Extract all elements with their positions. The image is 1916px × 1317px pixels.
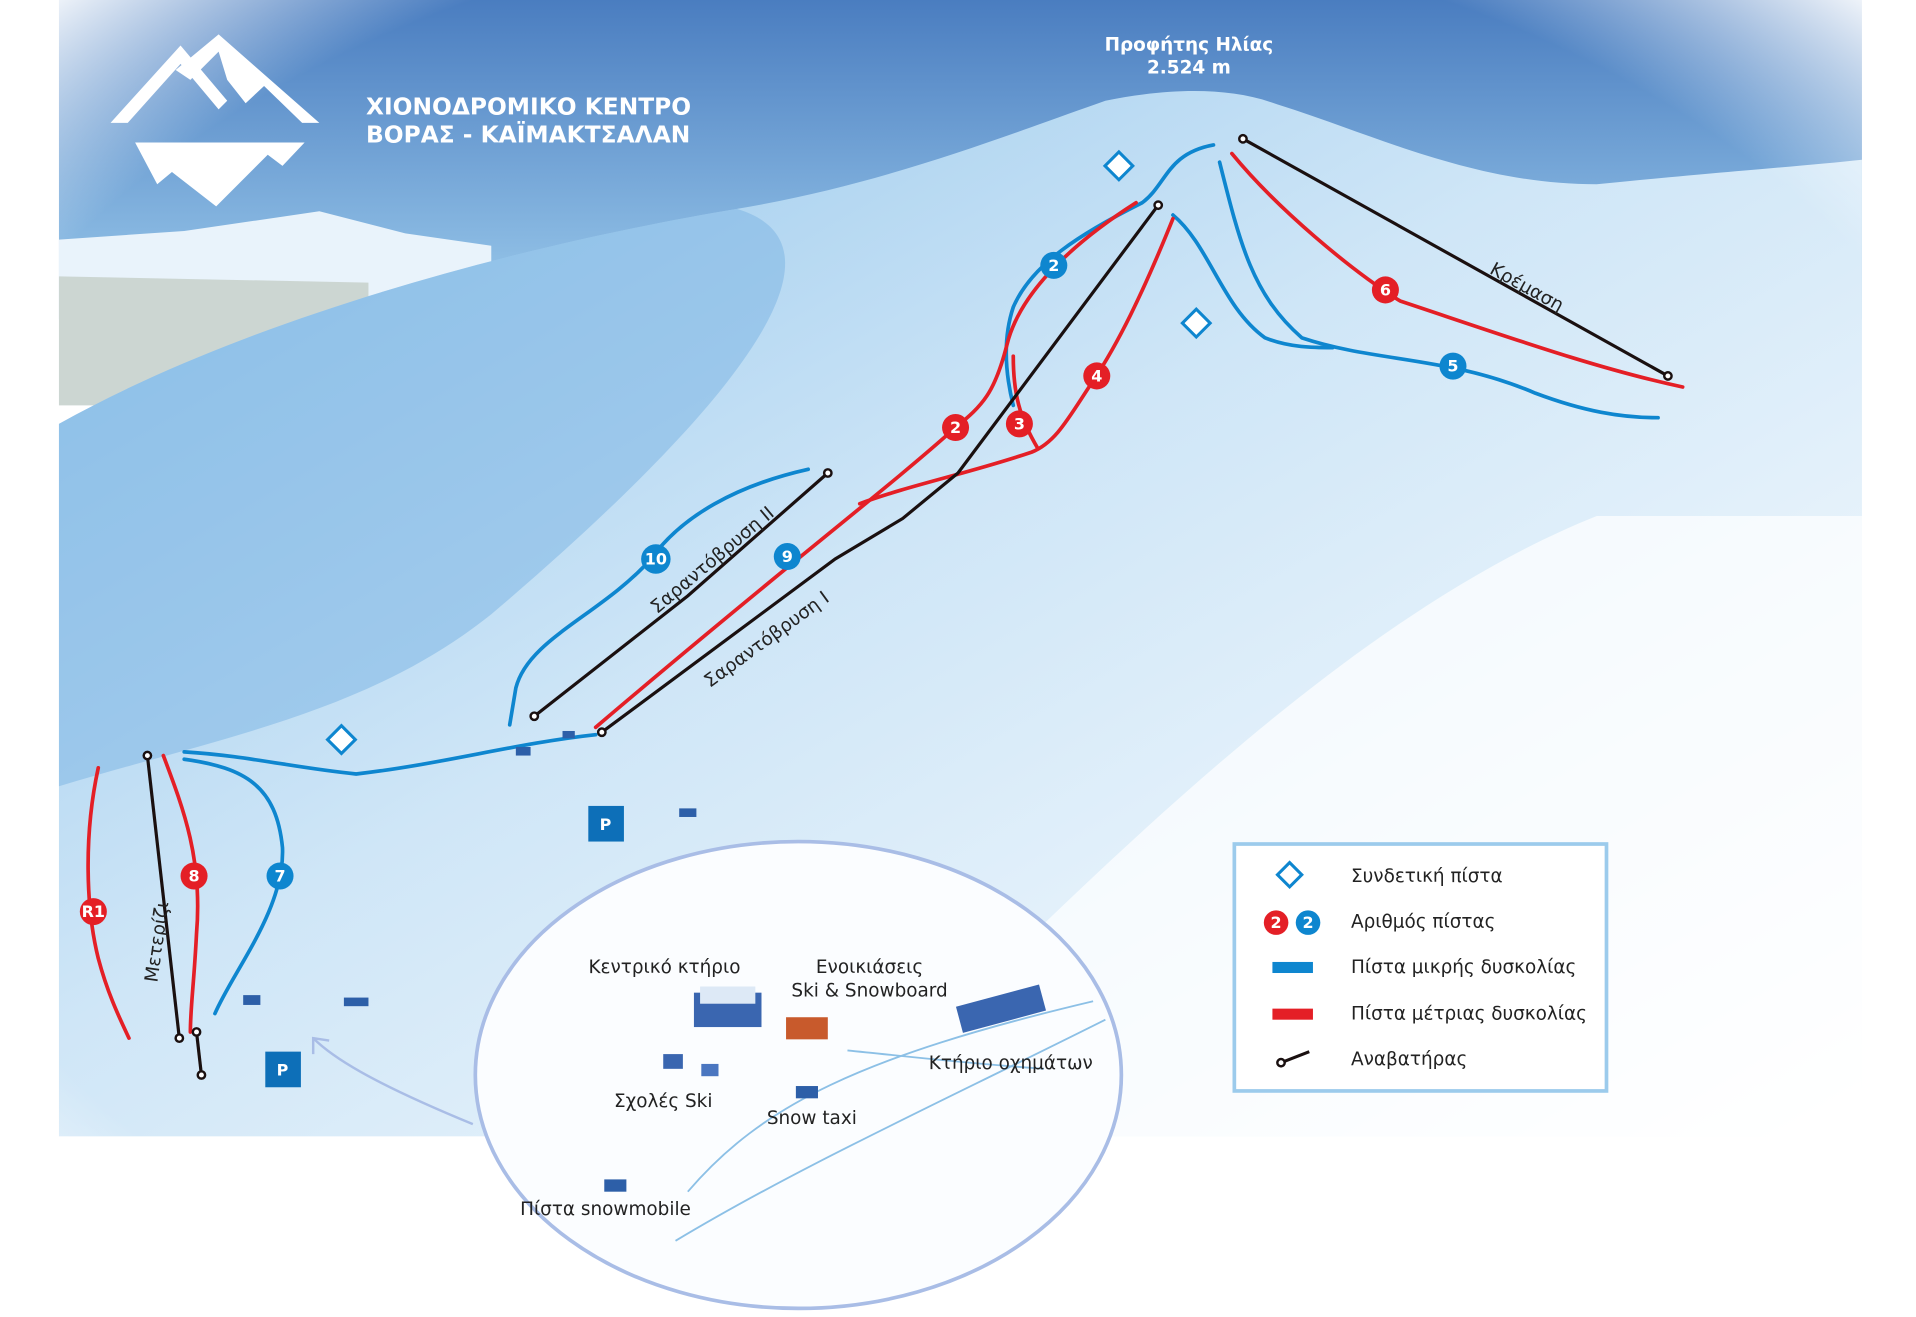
legend-lift-icon [1276,1050,1310,1068]
inset-pointer [312,1037,474,1126]
svg-text:2: 2 [950,418,961,437]
inset-buildings [604,984,1047,1192]
piste-badge-blue-7[interactable]: 7 [266,862,294,890]
lift-small[interactable] [194,1031,204,1076]
legend-red-badge-icon [1263,910,1289,935]
svg-text:7: 7 [274,866,285,885]
svg-text:4: 4 [1091,366,1102,385]
piste-badge-red-8[interactable]: 8 [180,862,208,890]
legend-diamond-icon [1275,860,1304,890]
inset-label-vehicle-building: Κτήριο οχημάτων [929,1053,1093,1074]
legend-lift: Αναβατήρας [1351,1049,1467,1070]
piste-blue-7[interactable] [182,757,285,1016]
base-area-inset [473,839,1124,1311]
piste-badge-red-4[interactable]: 4 [1083,362,1111,390]
parking-sign[interactable]: P [588,805,624,842]
inset-arrow-head [311,1036,330,1055]
svg-text:9: 9 [782,547,793,566]
piste-connecting[interactable] [182,732,598,776]
piste-badge-blue-9[interactable]: 9 [773,543,801,571]
piste-red-6[interactable] [1230,151,1685,389]
svg-text:R1: R1 [82,902,105,921]
lift-meterizi[interactable] [145,755,181,1039]
legend-blue-line-icon [1272,961,1313,974]
svg-text:5: 5 [1447,357,1458,376]
legend: Συνδετική πίστα 2 2 Αριθμός πίστας Πίστα… [1232,842,1609,1093]
summit-name: Προφήτης Ηλίας [1105,34,1274,55]
legend-easy: Πίστα μικρής δυσκολίας [1351,957,1576,978]
legend-number: Αριθμός πίστας [1351,912,1495,933]
svg-text:2: 2 [1302,913,1313,932]
piste-badge-blue-10[interactable]: 10 [641,544,671,574]
piste-blue-5[interactable] [1217,160,1660,420]
resort-title-line1: ΧΙΟΝΟΔΡΟΜΙΚΟ ΚΕΝΤΡΟ [366,92,691,120]
inset-label-snow-taxi: Snow taxi [767,1108,857,1129]
piste-red-r1[interactable] [86,765,131,1040]
svg-text:6: 6 [1380,280,1391,299]
lift-kremasi[interactable] [1242,137,1669,378]
resort-title-line2: ΒΟΡΑΣ - ΚΑΪΜΑΚΤΣΑΛΑΝ [366,121,690,149]
piste-red-8[interactable] [161,753,200,1034]
svg-text:8: 8 [189,866,200,885]
svg-text:P: P [600,815,612,834]
svg-text:3: 3 [1014,414,1025,433]
piste-badge-red-6[interactable]: 6 [1371,276,1399,304]
connecting-piste-marker [325,723,358,756]
piste-badge-blue-2[interactable]: 2 [1040,251,1068,279]
legend-blue-badge-icon [1295,910,1321,935]
inset-tracks [675,1000,1106,1242]
svg-text:10: 10 [645,549,667,568]
summit-elevation: 2.524 m [1147,58,1231,79]
inset-label-rentals-1: Ενοικιάσεις [816,957,923,978]
inset-label-ski-schools: Σχολές Ski [614,1091,712,1112]
piste-red-4[interactable] [857,216,1175,506]
connecting-piste-marker [1102,149,1135,182]
piste-badge-red-r1[interactable]: R1 [79,898,107,926]
svg-text:P: P [277,1061,289,1080]
svg-text:2: 2 [1271,913,1282,932]
piste-badge-red-2[interactable]: 2 [942,414,970,442]
inset-label-rentals-2: Ski & Snowboard [791,980,947,1001]
base-buildings [243,730,697,1007]
svg-text:2: 2 [1048,256,1059,275]
legend-connecting: Συνδετική πίστα [1351,866,1503,887]
inset-label-snowmobile: Πίστα snowmobile [520,1199,691,1220]
resort-logo [110,34,320,207]
legend-red-line-icon [1272,1008,1313,1020]
piste-blue-5-branch[interactable] [1171,213,1335,350]
inset-label-central-building: Κεντρικό κτήριο [588,957,740,978]
connecting-piste-marker [1180,307,1213,340]
piste-red-3[interactable] [1011,354,1040,451]
lift-sarantovrysi-1[interactable] [600,204,1160,734]
piste-badge-red-3[interactable]: 3 [1005,410,1033,438]
legend-intermediate: Πίστα μέτριας δυσκολίας [1351,1004,1587,1025]
piste-blue-2[interactable] [1004,143,1216,408]
lift-stations [142,133,1673,1080]
piste-badge-blue-5[interactable]: 5 [1439,352,1467,380]
lift-sarantovrysi-2[interactable] [533,471,829,718]
parking-sign[interactable]: P [265,1051,301,1088]
